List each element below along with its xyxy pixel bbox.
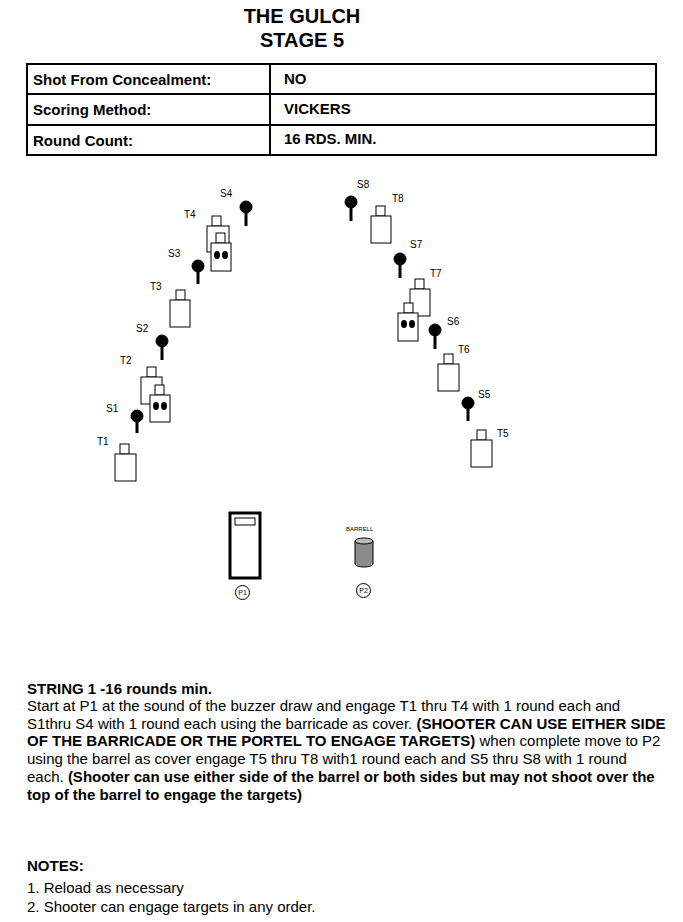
table-cell: VICKERS [284,100,351,118]
popper-post [197,266,200,284]
target-stand [176,290,185,300]
popper-post [467,403,470,421]
no-shoot-target [398,313,418,341]
popper-post [350,202,353,221]
target-stand [147,367,156,377]
target-label: S2 [136,323,148,335]
target-stand [415,279,424,289]
target-label: T2 [120,355,132,367]
target-stand [444,354,453,364]
paper-target [471,440,492,467]
target-label: S6 [447,316,459,328]
target-label: S3 [168,248,180,260]
target-stand [404,303,413,313]
hands-symbol [161,402,167,410]
info-table [27,64,656,155]
target-label: T4 [184,209,196,221]
paper-target [170,300,190,327]
popper-post [161,341,164,360]
table-cell: NO [284,70,307,88]
popper-post [136,416,139,433]
position-marker: P1 [235,585,250,600]
string-description: Start at P1 at the sound of the buzzer d… [27,697,667,803]
target-stand [477,430,486,440]
target-label: T1 [97,436,109,448]
hands-symbol [401,320,407,328]
hands-symbol [409,320,415,328]
table-rule [269,64,271,155]
paper-target [115,454,136,481]
instruction-text: (Shooter can use either side of the barr… [27,768,655,803]
target-label: T6 [458,344,470,356]
hands-symbol [222,251,228,259]
target-stand [216,233,225,243]
table-cell: Shot From Concealment: [33,71,211,89]
target-label: T3 [150,281,162,293]
position-label: P2 [359,587,368,594]
table-cell: Round Count: [33,132,133,150]
target-label: T8 [392,193,404,205]
popper-post [399,259,402,278]
target-label: T5 [497,428,509,440]
position-label: P1 [238,589,247,596]
target-label: T7 [430,268,442,280]
target-label: S7 [410,239,422,251]
no-shoot-target [150,395,170,422]
popper-post [245,207,248,226]
target-label: S8 [357,179,369,191]
table-cell: Scoring Method: [33,101,151,119]
notes-heading: NOTES: [27,857,84,875]
hands-symbol [153,402,159,410]
target-label: S5 [478,389,490,401]
barricade [230,513,260,578]
target-stand [120,444,129,454]
no-shoot-target [211,243,231,271]
target-stand [212,216,221,226]
position-marker: P2 [356,583,371,598]
paper-target [371,216,391,243]
target-label: S1 [106,403,118,415]
barrel [355,541,373,567]
target-stand [376,206,385,216]
barricade-port [235,518,255,525]
note-text: 1. Reload as necessary [27,879,184,897]
target-label: S4 [220,188,232,200]
table-rule [27,93,656,95]
table-rule [27,124,656,126]
stage-title: THE GULCH STAGE 5 [222,4,382,52]
paper-target [438,364,459,391]
barrel-label: BARRELL [346,526,373,533]
hands-symbol [214,251,220,259]
string-heading: STRING 1 -16 rounds min. [27,680,212,698]
popper-post [434,330,437,349]
barrel-top [355,538,373,544]
note-text: 2. Shooter can engage targets in any ord… [27,898,316,916]
target-stand [155,385,164,395]
table-cell: 16 RDS. MIN. [284,130,377,148]
